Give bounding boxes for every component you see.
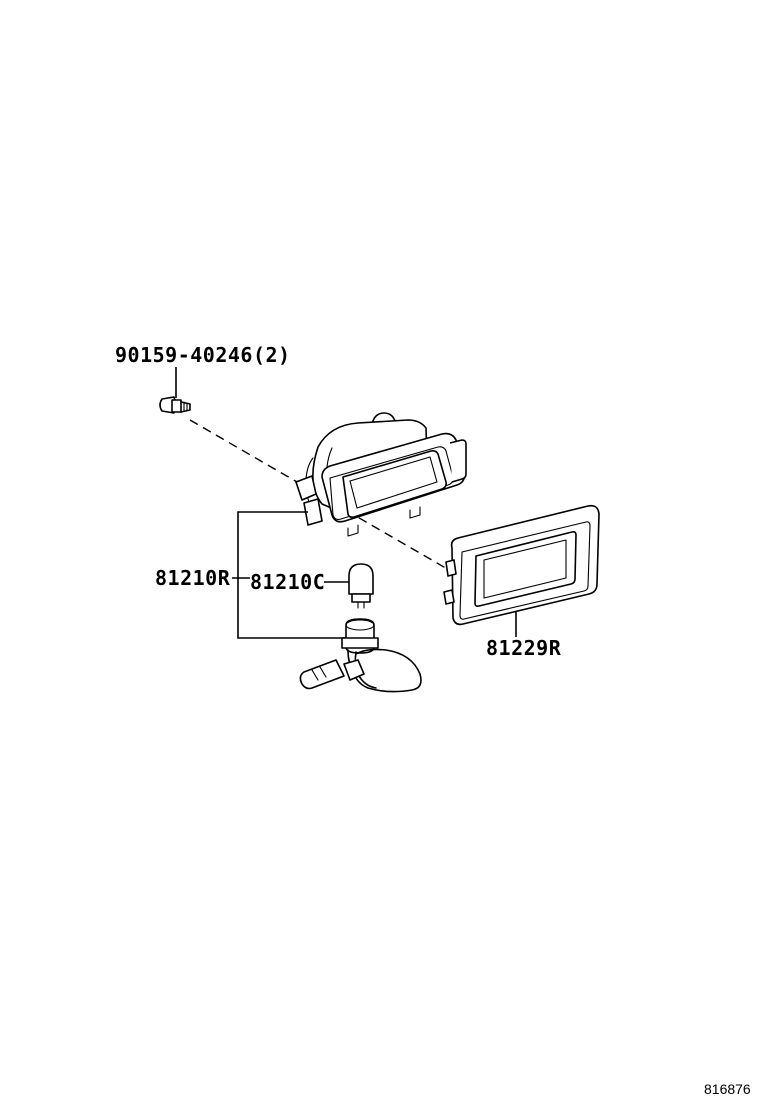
lens-part bbox=[443, 504, 600, 637]
bulb-part bbox=[348, 563, 374, 609]
label-81210C: 81210C bbox=[250, 570, 325, 594]
lamp-housing-part bbox=[295, 412, 467, 537]
assembly-bracket bbox=[232, 511, 350, 639]
label-90159-40246: 90159-40246(2) bbox=[115, 343, 291, 367]
figure-number: 816876 bbox=[704, 1081, 751, 1097]
label-81210R: 81210R bbox=[155, 566, 231, 590]
socket-harness-part bbox=[299, 618, 422, 693]
label-81229R: 81229R bbox=[486, 636, 562, 660]
screw-part bbox=[159, 367, 191, 414]
